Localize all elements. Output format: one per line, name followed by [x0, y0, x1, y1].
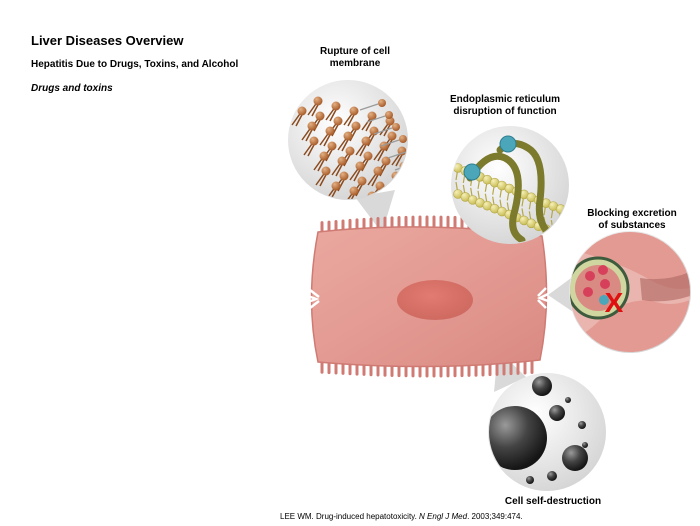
- bubble-rupture: [288, 80, 408, 200]
- label-rupture-line1: Rupture of cell: [319, 46, 390, 57]
- x-mark: X: [605, 287, 624, 318]
- canaliculus-left: [307, 289, 320, 309]
- label-rupture-line2: membrane: [329, 58, 381, 69]
- label-blocking-line2: of substances: [598, 220, 666, 231]
- label-er-line1: Endoplasmic reticulum: [449, 94, 561, 105]
- label-destruct: Cell self-destruction: [504, 496, 602, 507]
- label-rupture: Rupture of cell membrane: [300, 46, 410, 70]
- canaliculus-right: [536, 287, 549, 309]
- nucleus: [397, 280, 473, 320]
- granule-2: [598, 265, 608, 275]
- dark-spheres: [489, 376, 588, 484]
- granule-1: [585, 271, 595, 281]
- citation-pre: LEE WM. Drug-induced hepatotoxicity.: [280, 512, 420, 521]
- label-er-line2: disruption of function: [453, 106, 557, 117]
- page-subtitle: Hepatitis Due to Drugs, Toxins, and Alco…: [31, 59, 239, 70]
- granule-4: [583, 287, 593, 297]
- hepatocyte-cell: [307, 215, 549, 378]
- receptor-teal-1: [463, 163, 481, 181]
- bubble-er: [451, 126, 569, 244]
- bubble-destruct: [488, 373, 606, 491]
- granule-3: [600, 279, 610, 289]
- section-heading: Drugs and toxins: [31, 83, 113, 94]
- label-er: Endoplasmic reticulum disruption of func…: [430, 94, 580, 118]
- citation: LEE WM. Drug-induced hepatotoxicity. N E…: [280, 512, 523, 521]
- teal-granule: [599, 295, 609, 305]
- citation-journal: N Engl J Med: [419, 512, 468, 521]
- page-title: Liver Diseases Overview: [31, 33, 184, 48]
- receptor-teal-2: [499, 135, 517, 153]
- label-blocking-line1: Blocking excretion: [587, 208, 677, 219]
- er-receptors: [463, 135, 559, 243]
- label-blocking: Blocking excretion of substances: [572, 208, 692, 232]
- bubble-blocking: X: [569, 231, 691, 353]
- citation-post: . 2003;349:474.: [467, 512, 523, 521]
